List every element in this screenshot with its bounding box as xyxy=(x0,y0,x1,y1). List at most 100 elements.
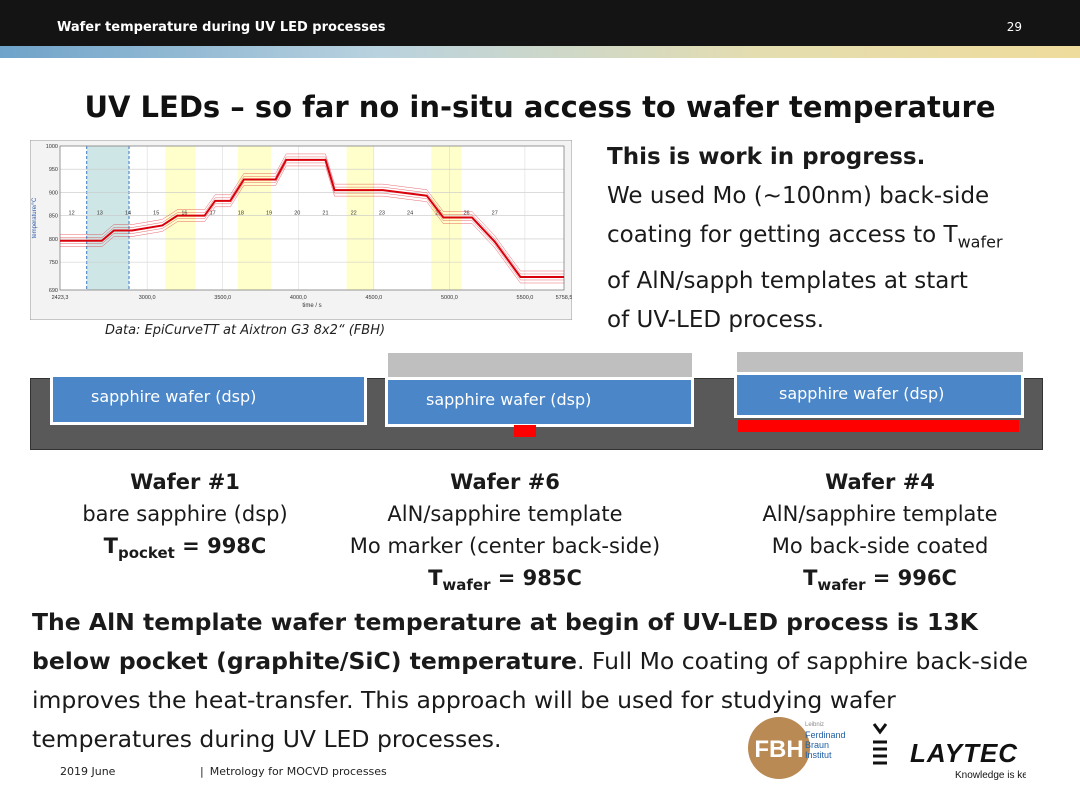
conclusion-rest: . Full Mo coating of sapphire back-side … xyxy=(32,647,1028,753)
fbh-name-3: Institut xyxy=(805,750,832,760)
segment-label: 15 xyxy=(153,211,159,217)
wafer-6-line2: Mo marker (center back-side) xyxy=(349,534,661,558)
slide-title: UV LEDs – so far no in-situ access to wa… xyxy=(84,90,996,124)
wip-line-2-text: coating for getting access to T xyxy=(607,222,958,248)
laytec-emblem xyxy=(872,723,888,765)
fbh-small: Leibniz xyxy=(805,722,824,728)
laytec-tagline: Knowledge is key xyxy=(955,770,1026,780)
wafer-4-mo-coating xyxy=(738,420,1019,432)
highlight-segment xyxy=(346,146,374,290)
conclusion-text: The AlN template wafer temperature at be… xyxy=(32,603,1032,759)
segment-label: 22 xyxy=(351,211,357,217)
wafer-4-temperature: Twafer = 996C xyxy=(735,562,1025,601)
x-tick-label: 2423,3 xyxy=(52,295,69,301)
segment-label: 13 xyxy=(97,211,103,217)
y-tick-label: 850 xyxy=(49,214,58,220)
plot-border xyxy=(59,145,565,291)
wafer-6-aln-layer xyxy=(388,353,692,377)
y-tick-label: 800 xyxy=(49,237,58,243)
y-tick-label: 900 xyxy=(49,190,58,196)
series-envelope-line xyxy=(60,165,564,284)
wafer-1-temp-value: = 998C xyxy=(174,534,267,558)
segment-label: 24 xyxy=(407,211,413,217)
wafer-6-temperature: Twafer = 985C xyxy=(330,562,680,601)
series-envelope-line xyxy=(60,156,564,275)
x-tick-label: 3000,0 xyxy=(139,295,156,301)
laytec-name: LAYTEC xyxy=(910,738,1018,768)
footer-title: | Metrology for MOCVD processes xyxy=(200,765,387,778)
y-tick-label: 950 xyxy=(49,167,58,173)
footer-separator: | xyxy=(200,765,204,778)
series-line xyxy=(60,158,564,278)
y-tick-label: 750 xyxy=(49,260,58,266)
segment-label: 17 xyxy=(210,211,216,217)
shaded-segment xyxy=(86,146,130,290)
segment-label: 23 xyxy=(379,211,385,217)
header-bar: Wafer temperature during UV LED processe… xyxy=(0,0,1080,46)
x-tick-label: 4000,0 xyxy=(290,295,307,301)
wafer-4-line2: Mo back-side coated xyxy=(771,534,989,558)
wafer-4-temp-symbol: T xyxy=(803,566,818,590)
x-tick-label: 4500,0 xyxy=(365,295,382,301)
fbh-logo-circle xyxy=(748,717,810,779)
highlight-segment xyxy=(165,146,196,290)
wafer-4-aln-layer xyxy=(737,352,1023,374)
header-stripe xyxy=(0,46,1080,58)
wafer-1-temp-sub: pocket xyxy=(118,544,175,563)
series-envelope-line xyxy=(60,153,564,272)
fbh-name-2: Braun xyxy=(805,740,829,750)
wafer-4-title: Wafer #4 xyxy=(825,470,935,494)
wafer-4: sapphire wafer (dsp) xyxy=(734,372,1024,418)
wafer-6-mo-marker xyxy=(514,425,536,437)
wafer-4-line1: AlN/sapphire template xyxy=(762,502,998,526)
wafer-4-temp-value: = 996C xyxy=(865,566,957,590)
x-tick-label: 5758,5 xyxy=(556,295,572,301)
wip-line-3: of AlN/sapph templates at start xyxy=(607,267,968,294)
header-title: Wafer temperature during UV LED processe… xyxy=(57,20,386,35)
wip-line-2: coating for getting access to Twafer xyxy=(607,216,1057,262)
wafer-1: sapphire wafer (dsp) xyxy=(50,374,367,425)
wip-line-2-sub: wafer xyxy=(957,232,1003,252)
wafer-6-description: Wafer #6 AlN/sapphire template Mo marker… xyxy=(330,466,680,601)
wip-headline: This is work in progress. xyxy=(607,144,926,170)
y-tick-label: 1000 xyxy=(46,144,58,150)
footer-title-text: Metrology for MOCVD processes xyxy=(209,765,387,778)
segment-label: 26 xyxy=(463,211,469,217)
wafer-6-title: Wafer #6 xyxy=(450,470,560,494)
segment-label: 21 xyxy=(322,211,328,217)
plot-area xyxy=(60,146,564,290)
wip-text: This is work in progress. We used Mo (~1… xyxy=(607,138,1057,340)
wafer-1-title: Wafer #1 xyxy=(130,470,240,494)
fbh-initials: FBH xyxy=(754,736,803,763)
segment-label: 19 xyxy=(266,211,272,217)
wafer-4-temp-sub: wafer xyxy=(817,576,866,595)
x-axis-label: time / s xyxy=(302,303,321,309)
chart-caption: Data: EpiCurveTT at Aixtron G3 8x2“ (FBH… xyxy=(105,323,386,338)
wip-line-4: of UV-LED process. xyxy=(607,306,825,333)
x-tick-label: 5500,0 xyxy=(517,295,534,301)
y-axis-label: temperature/°C xyxy=(32,197,38,238)
segment-label: 12 xyxy=(69,211,75,217)
wafer-6-line1: AlN/sapphire template xyxy=(387,502,623,526)
wafer-6: sapphire wafer (dsp) xyxy=(385,377,694,427)
laytec-logo: LAYTEC Knowledge is key xyxy=(870,718,1033,784)
y-tick-label: 690 xyxy=(49,288,58,294)
fbh-name-1: Ferdinand xyxy=(805,730,846,740)
wafer-4-description: Wafer #4 AlN/sapphire template Mo back-s… xyxy=(735,466,1025,601)
segment-label: 27 xyxy=(492,211,498,217)
segment-label: 16 xyxy=(181,211,187,217)
wafer-6-temp-sub: wafer xyxy=(442,576,491,595)
page-number: 29 xyxy=(1006,20,1022,34)
laytec-logo-icon: LAYTEC Knowledge is key xyxy=(872,723,1033,781)
wafer-1-line1: bare sapphire (dsp) xyxy=(82,502,288,526)
footer-date: 2019 June xyxy=(60,765,116,778)
fbh-logo-icon: FBH Leibniz Ferdinand Braun Institut xyxy=(748,717,846,779)
x-tick-label: 3500,0 xyxy=(214,295,231,301)
wip-line-1: We used Mo (~100nm) back-side xyxy=(607,183,990,209)
wafer-1-temp-symbol: T xyxy=(103,534,118,558)
x-tick-label: 5000,0 xyxy=(441,295,458,301)
segment-label: 18 xyxy=(238,211,244,217)
series-envelope-line xyxy=(60,162,564,281)
